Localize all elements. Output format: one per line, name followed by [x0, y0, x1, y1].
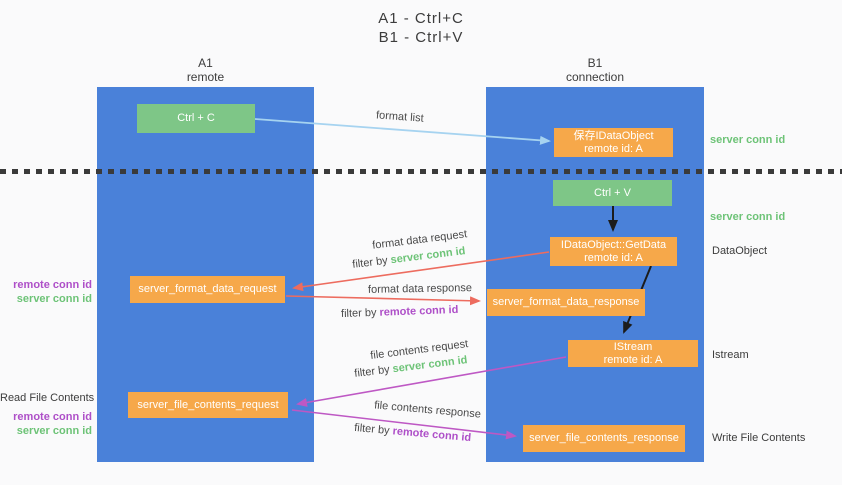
right-label-server-conn-id-top: server conn id — [710, 134, 786, 146]
label-file-contents-response: file contents response — [373, 399, 482, 421]
lane-a-name: A1 — [198, 56, 213, 70]
filter-by-text: filter by — [351, 254, 392, 271]
left-label-read-file-contents: Read File Contents — [0, 392, 95, 404]
lane-b-subtitle: connection — [565, 70, 625, 84]
node-istream-line1: IStream — [613, 340, 653, 353]
arrow-format-data-response — [285, 295, 481, 306]
remote-conn-id-text: remote conn id — [392, 425, 472, 445]
label-filter-by-remote-conn-id-2: filter by remote conn id — [354, 422, 472, 444]
node-istream: IStream remote id: A — [568, 340, 698, 367]
node-server-format-data-response: server_format_data_response — [487, 289, 645, 316]
node-ctrl-v: Ctrl + V — [553, 180, 672, 206]
node-ctrl-v-label: Ctrl + V — [594, 186, 631, 199]
node-save-idataobject-line2: remote id: A — [584, 142, 643, 155]
lane-b-name: B1 — [587, 56, 603, 70]
node-save-idataobject-line1: 保存IDataObject — [573, 129, 654, 142]
filter-by-text: filter by — [340, 306, 380, 321]
node-server-format-data-request-label: server_format_data_request — [138, 283, 277, 295]
filter-by-text: filter by — [353, 363, 394, 380]
right-label-dataobject: DataObject — [712, 245, 768, 257]
label-format-data-response: format data response — [367, 282, 473, 296]
right-label-write-file-contents: Write File Contents — [712, 432, 806, 444]
filter-by-text: filter by — [353, 421, 394, 438]
node-idataobject-getdata-line2: remote id: A — [584, 251, 643, 264]
lane-a-header: A1 remote — [97, 56, 314, 84]
node-istream-line2: remote id: A — [603, 353, 663, 366]
label-filter-by-remote-conn-id-1: filter by remote conn id — [341, 304, 459, 320]
node-server-format-data-response-label: server_format_data_response — [492, 296, 640, 308]
left-label-server-conn-id-2: server conn id — [16, 425, 92, 437]
node-ctrl-c: Ctrl + C — [137, 104, 255, 133]
label-format-list: format list — [375, 109, 425, 125]
lane-b-header: B1 connection — [486, 56, 704, 84]
node-server-file-contents-response: server_file_contents_response — [523, 425, 685, 452]
left-label-remote-conn-id-2: remote conn id — [13, 411, 92, 423]
lane-a-subtitle: remote — [186, 70, 225, 84]
diagram-title-line1: A1 - Ctrl+C — [378, 10, 464, 27]
label-filter-by-server-conn-id-1: filter by server conn id — [352, 245, 466, 271]
diagram-title-line2: B1 - Ctrl+V — [378, 29, 464, 46]
left-label-remote-conn-id-1: remote conn id — [13, 279, 92, 291]
node-server-file-contents-request-label: server_file_contents_request — [137, 398, 279, 411]
node-server-format-data-request: server_format_data_request — [130, 276, 285, 303]
node-idataobject-getdata: IDataObject::GetData remote id: A — [550, 237, 677, 266]
dotted-separator-line — [0, 169, 842, 174]
right-label-istream: Istream — [712, 349, 749, 361]
node-idataobject-getdata-line1: IDataObject::GetData — [560, 238, 667, 251]
node-server-file-contents-request: server_file_contents_request — [128, 392, 288, 418]
node-ctrl-c-label: Ctrl + C — [177, 112, 215, 124]
left-label-server-conn-id-1: server conn id — [16, 293, 92, 305]
remote-conn-id-text: remote conn id — [379, 303, 459, 319]
node-server-file-contents-response-label: server_file_contents_response — [529, 432, 679, 444]
node-save-idataobject: 保存IDataObject remote id: A — [554, 128, 673, 157]
right-label-server-conn-id-mid: server conn id — [710, 211, 786, 223]
